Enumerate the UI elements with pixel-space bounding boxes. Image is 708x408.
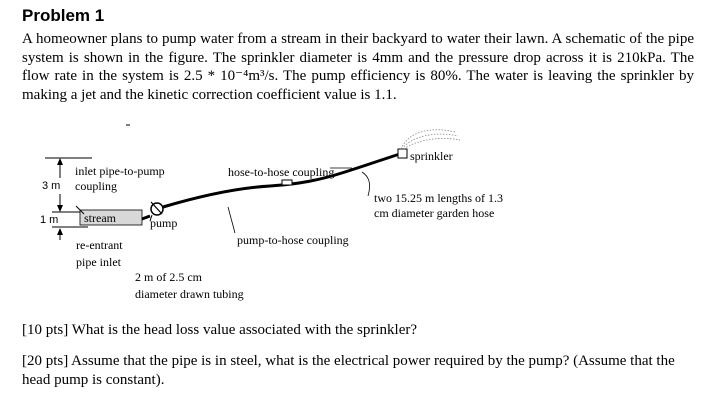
height-3m-label: 3 m: [42, 180, 60, 192]
height-1m-label: 1 m: [40, 214, 58, 226]
tubing-label-1: 2 m of 2.5 cm: [135, 270, 203, 284]
reentrant-label-1: re-entrant: [76, 238, 123, 252]
hose-coupling-label: hose-to-hose coupling: [228, 165, 334, 179]
question-2: [20 pts] Assume that the pipe is in stee…: [22, 353, 675, 388]
sprinkler-icon: [397, 148, 408, 159]
inlet-coupling-label-2: coupling: [75, 179, 117, 193]
stream-label: stream: [84, 211, 117, 225]
spray-arc: [403, 138, 461, 150]
problem-title: Problem 1: [22, 6, 105, 25]
pump-label: pump: [150, 216, 177, 230]
garden-hose: [162, 152, 401, 209]
garden-hose-pointer: [361, 171, 370, 197]
pump-coupling-label: pump-to-hose coupling: [237, 233, 349, 247]
garden-hose-label-1: two 15.25 m lengths of 1.3: [374, 191, 503, 205]
pump-pointer: [149, 214, 153, 222]
spray-arc: [400, 129, 456, 150]
spray-arc: [401, 133, 459, 150]
reentrant-label-2: pipe inlet: [76, 255, 122, 269]
inlet-tubing: [141, 214, 151, 221]
pump-icon-line: [150, 201, 163, 215]
garden-hose-label-2: cm diameter garden hose: [374, 206, 494, 220]
inlet-pointer: [75, 205, 85, 215]
arrow-down-icon: [57, 205, 63, 212]
arrow-up-icon: [57, 158, 63, 165]
question-1: [10 pts] What is the head loss value ass…: [22, 322, 418, 338]
sprinkler-label: sprinkler: [410, 149, 453, 163]
problem-description: A homeowner plans to pump water from a s…: [22, 31, 694, 103]
inlet-coupling-label-1: inlet pipe-to-pump: [75, 164, 165, 178]
arrow-up-icon: [57, 228, 63, 235]
pump-coupling-pointer: [227, 206, 236, 234]
tubing-label-2: diameter drawn tubing: [135, 287, 244, 301]
hose-coupling-icon: [281, 179, 293, 186]
